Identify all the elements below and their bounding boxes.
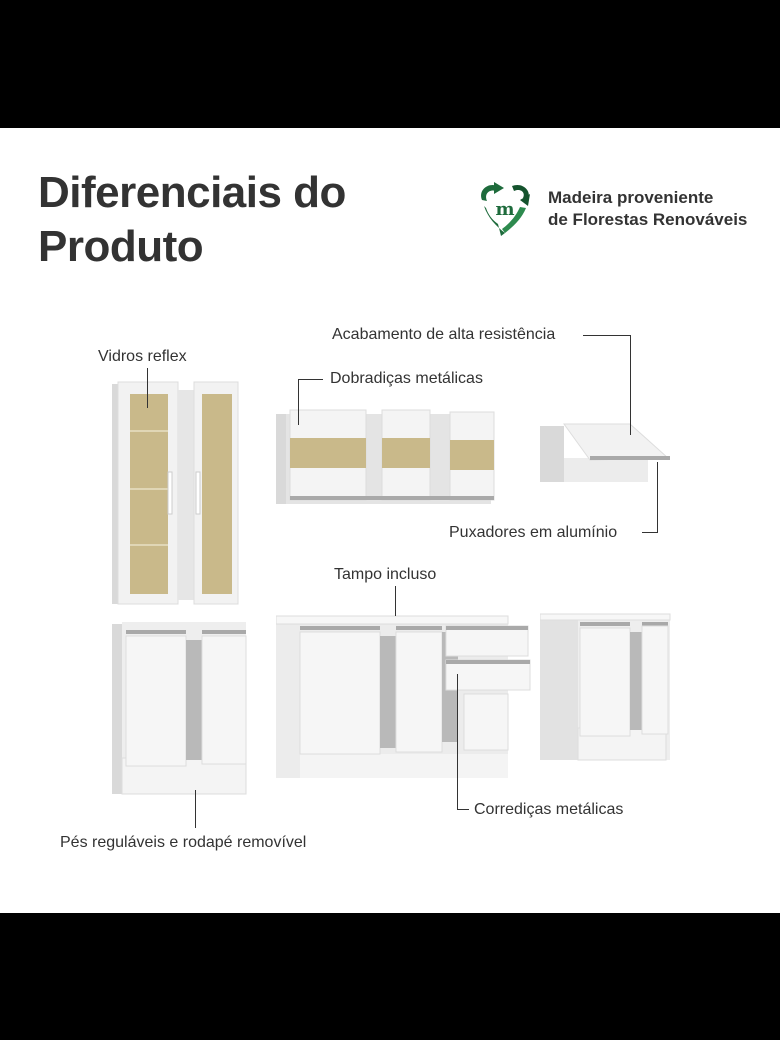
content-panel: Diferenciais do Produto m Madeira proven… (0, 128, 780, 913)
leader-line-acabamento-h (583, 335, 630, 336)
base-cabinet-middle (276, 615, 531, 778)
feature-label-puxadores: Puxadores em alumínio (449, 524, 618, 541)
leader-line-vidros (147, 368, 148, 408)
feature-label-acabamento: Acabamento de alta resistência (332, 326, 556, 343)
feature-label-dobradicas: Dobradiças metálicas (330, 370, 483, 387)
title-line-2: Produto (38, 222, 204, 271)
recycle-heart-m-icon: m (481, 182, 530, 236)
leader-line-corredicas-h (457, 809, 469, 810)
feature-label-tampo: Tampo incluso (334, 566, 437, 583)
leader-line-acabamento-v (630, 335, 631, 435)
base-cabinet-right (540, 613, 671, 761)
badge-line-2: de Florestas Renováveis (548, 210, 748, 229)
leader-line-pes (195, 790, 196, 828)
badge-text: Madeira proveniente de Florestas Renováv… (548, 187, 747, 231)
tall-glass-cabinet (112, 381, 239, 605)
feature-label-pes: Pés reguláveis e rodapé removível (60, 834, 307, 851)
leader-line-puxadores-v (657, 462, 658, 533)
leader-line-puxadores-h (642, 532, 657, 533)
leader-line-dobradicas-v (298, 379, 299, 425)
leader-line-dobradicas-h (298, 379, 323, 380)
wall-cabinet-flip (540, 423, 670, 482)
leader-line-tampo (395, 586, 396, 616)
leader-line-corredicas-v (457, 674, 458, 810)
feature-label-vidros: Vidros reflex (98, 348, 187, 365)
base-cabinet-left (112, 622, 247, 795)
svg-text:m: m (495, 199, 514, 220)
badge-line-1: Madeira proveniente (548, 188, 714, 207)
wall-cabinet-glass (276, 409, 495, 504)
sustainability-badge: m Madeira proveniente de Florestas Renov… (474, 180, 747, 238)
feature-label-corredicas: Corrediças metálicas (474, 801, 624, 818)
page-title: Diferenciais do Produto (38, 166, 346, 274)
title-line-1: Diferenciais do (38, 168, 346, 217)
